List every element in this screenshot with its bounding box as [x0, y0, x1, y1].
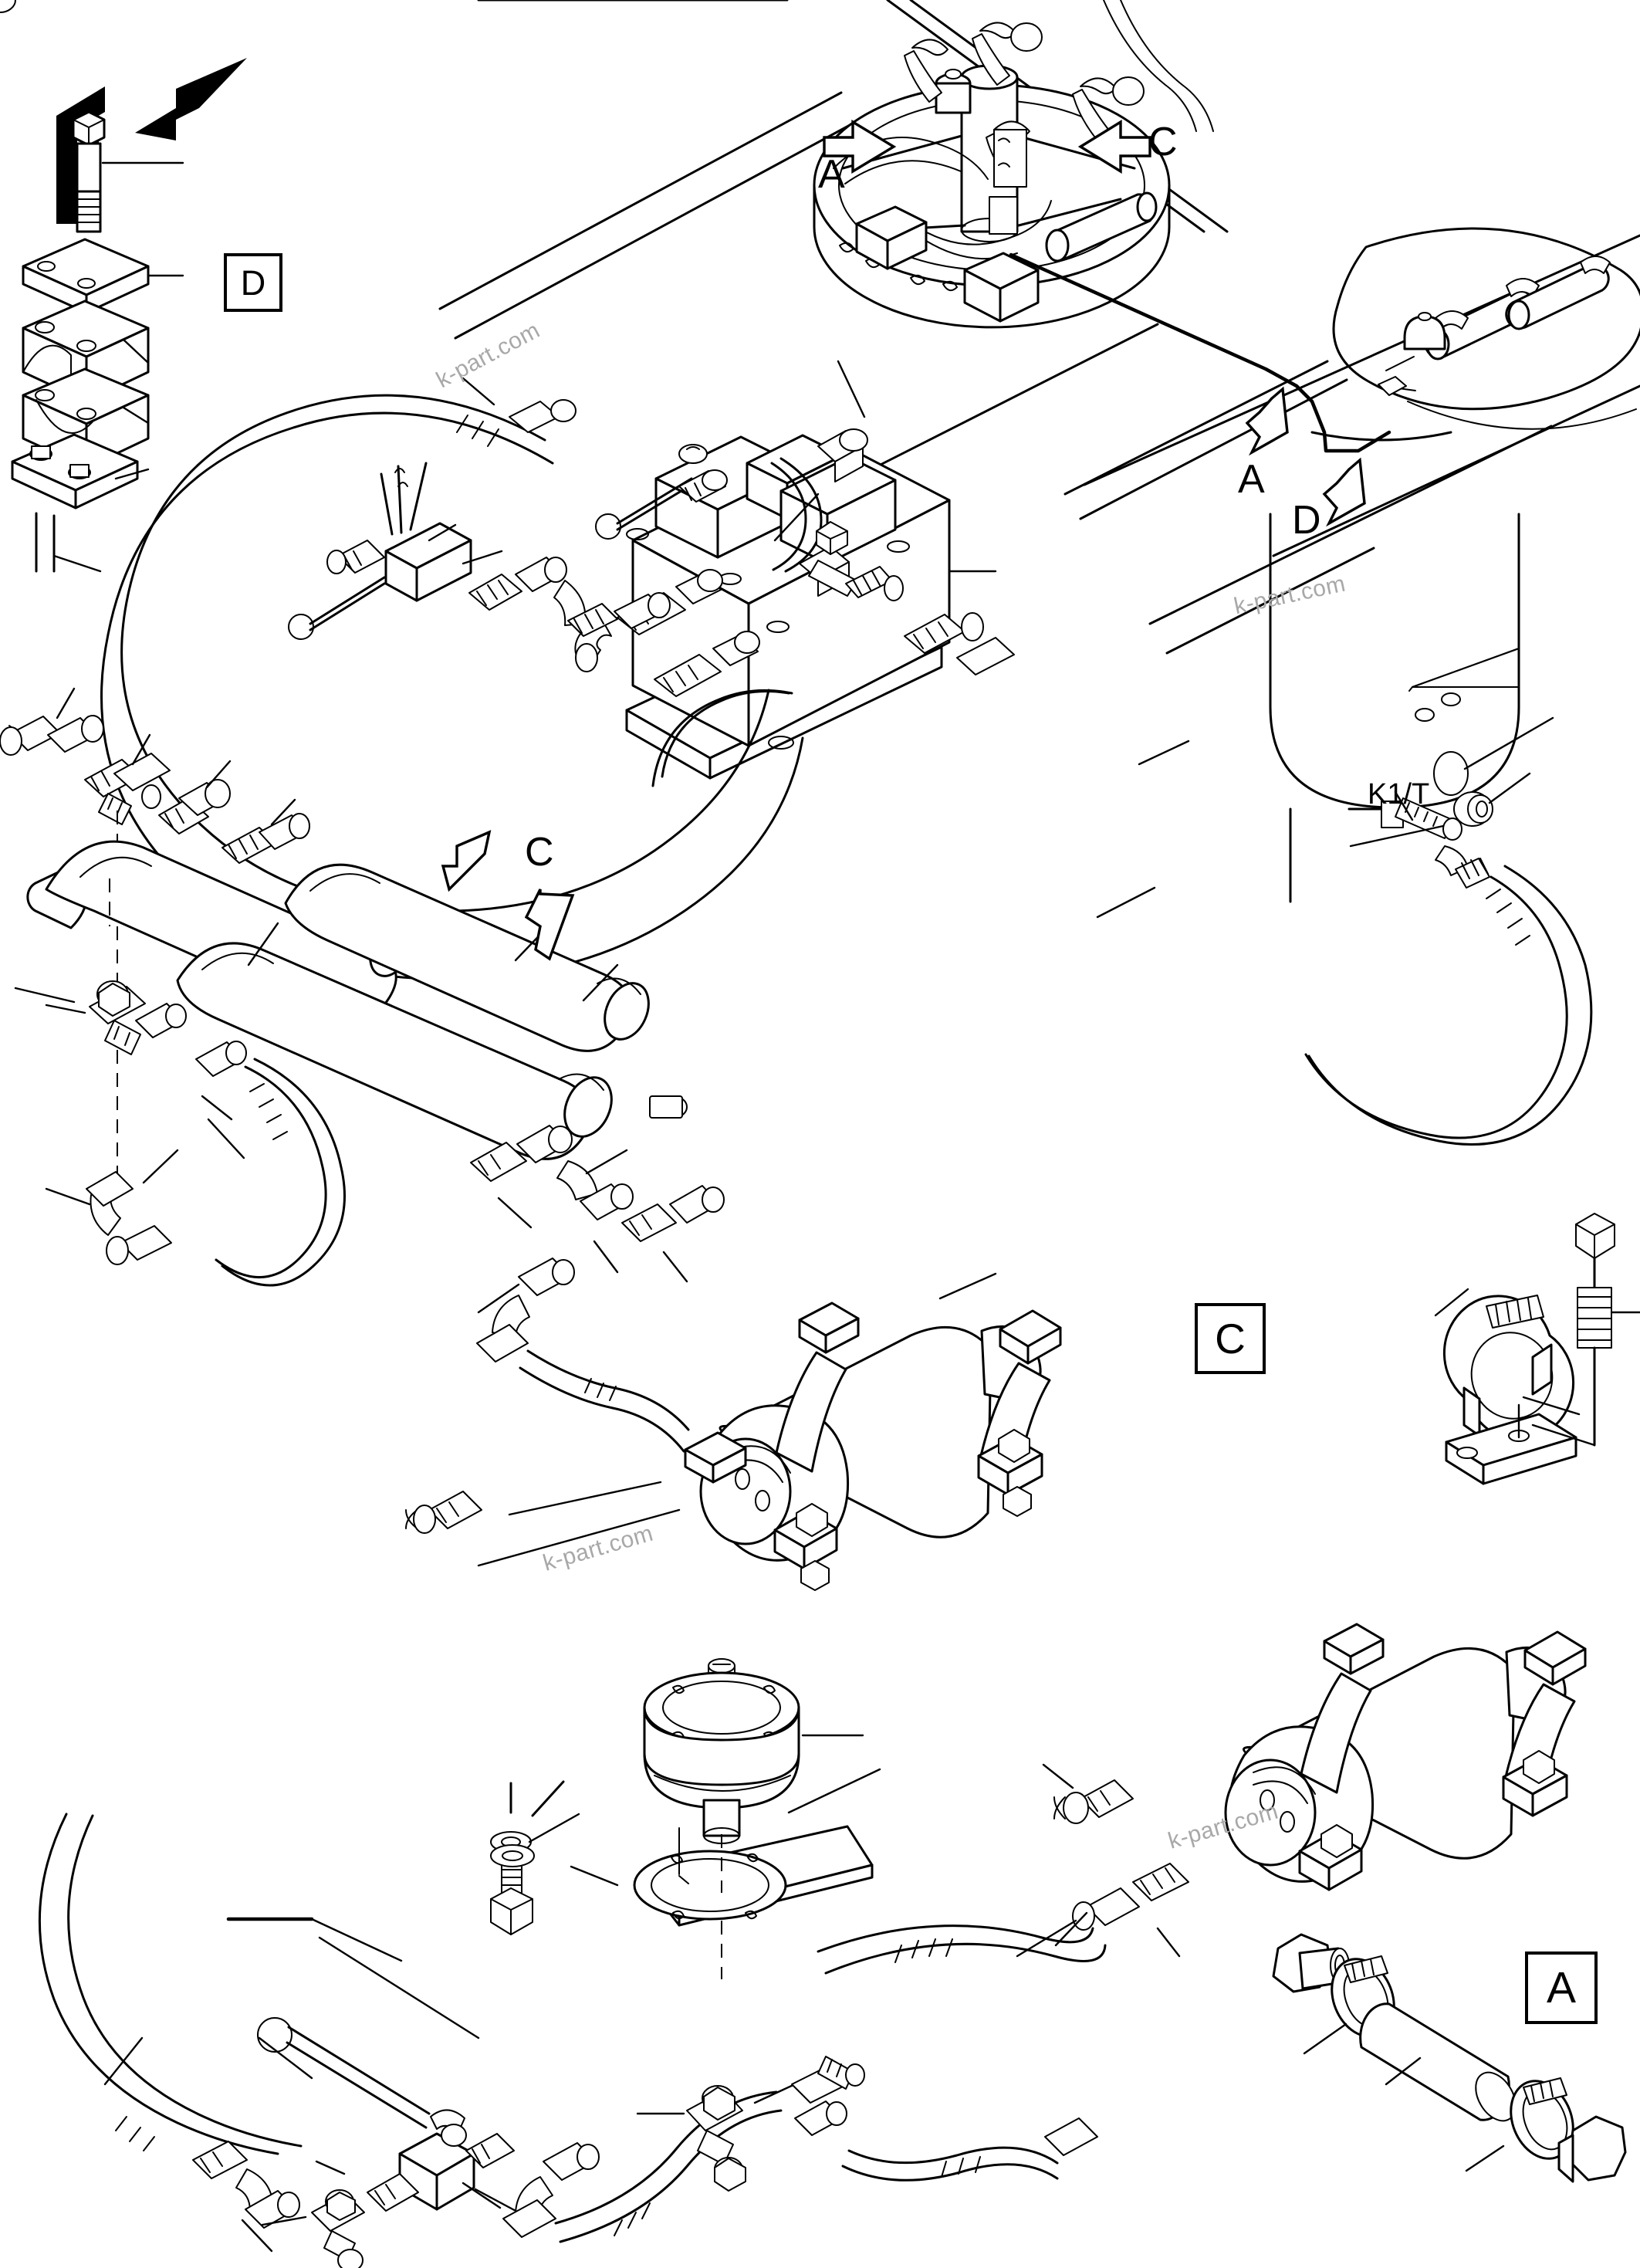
hose-end-fitting-upper: [462, 377, 577, 433]
manifold-port-top-right: [817, 428, 868, 482]
section-letter-a-right: A: [1238, 457, 1265, 502]
right-tank-assembly: [1310, 227, 1640, 442]
port-fitting-k1t: [1349, 790, 1462, 848]
port-label-k1t: K1/T: [1368, 778, 1430, 811]
elbow-k1t-out: [1435, 845, 1490, 889]
lower-tee-2: [636, 2083, 796, 2192]
section-letter-c-top: C: [1148, 120, 1178, 164]
hose-clamp-right: [1465, 2077, 1574, 2172]
section-letter-c-middle: C: [525, 830, 554, 875]
lower-elbow-left: [192, 2141, 300, 2253]
swing-clamp-3: [1072, 76, 1145, 141]
view-arrow-d-right: [1322, 457, 1366, 527]
tank-cylinder-2: [1505, 256, 1611, 330]
swing-circle-assembly: [813, 0, 1391, 453]
view-arrow-c-mid-1: [441, 830, 492, 892]
view-arrow-c-top: [1077, 119, 1151, 174]
cyl-right-bracket-right: [1502, 1630, 1587, 1817]
lower-lever-rod: [257, 2017, 431, 2129]
accumulator-pair-left: [0, 687, 725, 1287]
hose-clamp-kit-a: [1272, 1933, 1627, 2183]
callout-box-d: D: [224, 253, 282, 312]
lower-fitting-train: [38, 1813, 1098, 2268]
manifold-valve-block: [0, 0, 1015, 787]
accum-lower-tee: [45, 980, 187, 1055]
cyl-right-bracket-left: [1298, 1623, 1385, 1891]
callout-box-a: A: [1525, 1951, 1598, 2024]
manifold-port-left-2: [654, 631, 760, 697]
suspension-cylinder-right: [817, 1623, 1587, 1975]
left-block-outlet: [468, 557, 671, 637]
swing-cylinder-right: [1045, 191, 1158, 262]
accum-hose-down: [45, 1041, 346, 1287]
accumulator-cyl-2: [284, 863, 650, 1052]
hex-bolt-clamp: [72, 110, 184, 233]
right-vessel-k1t: [1269, 513, 1593, 1146]
view-arrow-c-mid-2: [524, 889, 575, 961]
manifold-tee-right: [0, 0, 904, 601]
lower-washer-stud: [490, 1844, 535, 1867]
swing-clamp-2: [904, 39, 948, 103]
cyl-bracket-left: [684, 1302, 860, 1591]
manifold-port-top-left: [678, 469, 728, 503]
clamp-bracket-c: [1434, 1213, 1640, 1485]
section-letter-d-right: D: [1292, 498, 1321, 543]
accum-fitting-train: [0, 687, 310, 1173]
lower-hose-tail: [841, 2117, 1098, 2182]
swing-clamp-1: [972, 22, 1043, 86]
pipe-clamp-kit-d: [11, 110, 184, 573]
hose-cap-right: [1557, 2115, 1627, 2183]
accum-right-fittings: [470, 1125, 725, 1283]
callout-box-c: C: [1195, 1303, 1266, 1374]
left-junction-block: [288, 462, 671, 640]
section-letter-a-top: A: [818, 152, 845, 197]
manifold-outlet-right: [904, 612, 1015, 675]
leader-lines: [142, 740, 1190, 2080]
accumulator-dome: [490, 1658, 881, 1979]
clamp-half-lower: [22, 367, 150, 469]
clamp-c-stud: [1531, 1213, 1640, 1447]
view-arrow-a-right: [1245, 386, 1289, 456]
lower-tee-3: [791, 2056, 865, 2136]
clamp-cover-plate: [22, 238, 184, 314]
cyl-mid-hose: [476, 1258, 690, 1453]
suspension-cylinder-mid: [405, 1258, 1062, 1591]
lower-valve-block: [367, 2109, 520, 2214]
lower-tee-1: [261, 2189, 365, 2268]
plug-cap-k1t: [1453, 772, 1531, 827]
lower-elbow-right-1: [462, 2142, 600, 2238]
accumulator-cyl-3: [176, 942, 688, 1160]
rubber-hose-a: [1359, 2002, 1517, 2122]
view-arrow-a-top: [823, 119, 897, 174]
cyl-mid-port: [405, 1491, 482, 1534]
chassis-frame-rails: [438, 0, 1640, 655]
cyl-bracket-right: [977, 1309, 1062, 1517]
clamp-base-plate: [11, 433, 150, 573]
